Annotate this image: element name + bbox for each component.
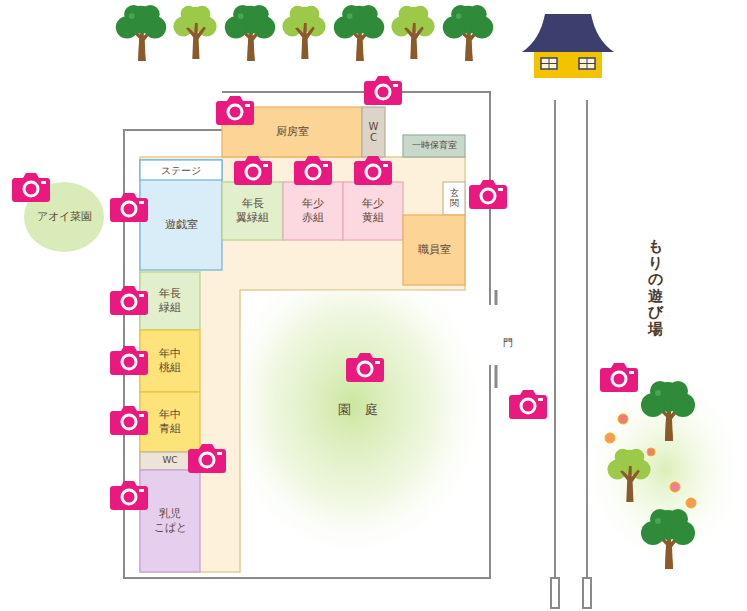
room: 厨房室 bbox=[222, 107, 362, 157]
room-label: 園庭 bbox=[338, 402, 393, 419]
room: 職員室 bbox=[403, 215, 465, 285]
wall bbox=[124, 92, 496, 578]
classroom: 年少 赤組 bbox=[283, 182, 343, 240]
classroom: 年長 翼緑組 bbox=[222, 182, 283, 240]
stage-area: ステージ bbox=[140, 160, 222, 180]
forest bbox=[580, 370, 747, 570]
toilet-shape bbox=[362, 107, 385, 157]
room-label: 年少 黄組 bbox=[362, 197, 384, 226]
toilet: WC bbox=[362, 107, 385, 157]
playroom-shape bbox=[140, 160, 222, 270]
classroom-shape bbox=[222, 182, 283, 240]
classroom: 年少 黄組 bbox=[343, 182, 403, 240]
gate-label: 門 bbox=[503, 336, 513, 350]
room-label: 遊戯室 bbox=[165, 218, 198, 232]
room-label: WC bbox=[369, 121, 379, 143]
classroom-shape bbox=[343, 182, 403, 240]
room-label: WC bbox=[162, 455, 177, 467]
entrance: 玄関 bbox=[443, 182, 465, 215]
room: 一時保育室 bbox=[403, 135, 465, 157]
classroom-shape bbox=[283, 182, 343, 240]
playroom: 遊戯室ステージ bbox=[140, 160, 222, 270]
garden: アオイ菜園 bbox=[24, 182, 104, 252]
room-label: 乳児 こぱと bbox=[154, 507, 187, 536]
yard-shape bbox=[240, 290, 490, 578]
stage-area-shape bbox=[140, 160, 222, 180]
classroom-shape bbox=[140, 272, 200, 330]
classroom-shape bbox=[140, 392, 200, 452]
room-label: 年中 青組 bbox=[159, 408, 181, 437]
room-label: ステージ bbox=[161, 164, 201, 177]
room-label: 玄関 bbox=[450, 189, 459, 209]
room-label: アオイ菜園 bbox=[37, 210, 92, 224]
classroom-shape bbox=[140, 330, 200, 392]
classroom: 年長 緑組 bbox=[140, 272, 200, 330]
room-shape bbox=[403, 215, 465, 285]
classroom: 乳児 こぱと bbox=[140, 470, 200, 572]
room-label: 年少 赤組 bbox=[302, 197, 324, 226]
room-label: 一時保育室 bbox=[412, 140, 457, 152]
house bbox=[522, 14, 614, 78]
room-shapes bbox=[24, 107, 490, 578]
room-shape bbox=[403, 135, 465, 157]
entrance-shape bbox=[443, 182, 465, 215]
toilet: WC bbox=[140, 452, 200, 470]
tree-row bbox=[116, 5, 493, 61]
classroom: 年中 桃組 bbox=[140, 330, 200, 392]
classroom-shape bbox=[140, 470, 200, 572]
road bbox=[551, 100, 591, 608]
room-label: 厨房室 bbox=[276, 125, 309, 139]
room-label: 職員室 bbox=[418, 243, 451, 257]
yard: 園庭 bbox=[240, 290, 490, 578]
room-label: 年長 緑組 bbox=[159, 287, 181, 316]
classroom: 年中 青組 bbox=[140, 392, 200, 452]
camera-icons bbox=[12, 76, 638, 510]
area-label: もりの遊び場 bbox=[648, 238, 663, 337]
room-label: 年長 翼緑組 bbox=[236, 197, 269, 226]
room-label: 年中 桃組 bbox=[159, 347, 181, 376]
